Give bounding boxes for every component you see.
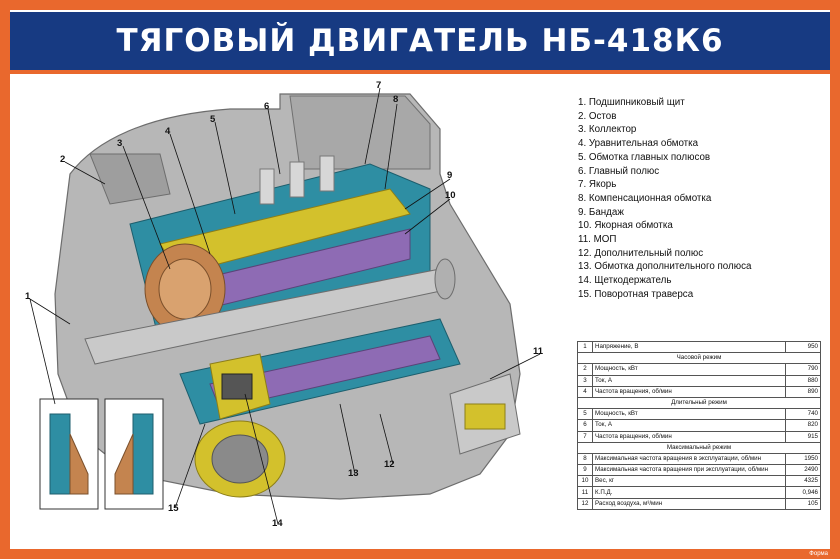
page-title: ТЯГОВЫЙ ДВИГАТЕЛЬ НБ-418К6 <box>116 23 724 59</box>
legend-item: 15. Поворотная траверса <box>578 288 694 300</box>
leader-lines <box>29 87 541 525</box>
callout-3: 3 <box>117 138 122 149</box>
publisher-watermark: Форма <box>809 551 828 557</box>
mop-unit <box>449 373 521 455</box>
legend-item: 11. МОП <box>578 234 617 246</box>
legend-item: 12. Дополнительный полюс <box>578 247 704 259</box>
legend-item: 5. Обмотка главных полюсов <box>578 151 711 163</box>
legend-item: 1. Подшипниковый щит <box>578 97 685 108</box>
legend-item: 8. Компенсационная обмотка <box>578 192 712 204</box>
legend-item: 10. Якорная обмотка <box>578 220 673 232</box>
legend-item: 13. Обмотка дополнительного полюса <box>578 261 752 273</box>
armature-shaft <box>84 258 456 365</box>
callout-5: 5 <box>210 114 216 125</box>
motor-cutaway-illustration: 1 2 3 4 5 6 7 8 9 10 11 12 13 14 15 <box>25 80 544 529</box>
legend-item: 9. Бандаж <box>578 206 624 218</box>
legend-item: 4. Уравнительная обмотка <box>578 138 699 150</box>
title-bar: ТЯГОВЫЙ ДВИГАТЕЛЬ НБ-418К6 <box>10 12 830 70</box>
bearing-shield-inset <box>39 398 164 510</box>
commutator <box>144 243 226 335</box>
callout-1: 1 <box>25 291 31 302</box>
table-section-header: Часовой режим <box>577 352 821 365</box>
callout-11: 11 <box>533 346 544 357</box>
callout-14: 14 <box>272 518 283 529</box>
legend-item: 3. Коллектор <box>578 124 637 136</box>
callout-15: 15 <box>168 503 179 514</box>
parts-legend: 1. Подшипниковый щит 2. Остов 3. Коллект… <box>578 96 828 302</box>
callout-7: 7 <box>376 80 381 91</box>
title-underline <box>10 70 830 74</box>
legend-item: 6. Главный полюс <box>578 165 660 177</box>
table-section-header: Длительный режим <box>577 396 821 410</box>
callout-8: 8 <box>393 94 398 105</box>
callout-10: 10 <box>445 190 456 201</box>
callout-9: 9 <box>447 170 452 181</box>
legend-item: 2. Остов <box>578 110 617 122</box>
legend-item: 14. Щеткодержатель <box>578 275 672 287</box>
callout-2: 2 <box>60 154 65 165</box>
end-ring <box>194 420 286 498</box>
callout-labels: 1 2 3 4 5 6 7 8 9 10 11 12 13 14 15 <box>25 80 544 529</box>
legend-item: 7. Якорь <box>578 179 617 191</box>
callout-13: 13 <box>348 468 359 479</box>
table-section-header: Максимальный режим <box>577 441 821 454</box>
brush-holder <box>209 353 271 420</box>
callout-6: 6 <box>264 101 269 112</box>
pole-bolts <box>259 155 335 205</box>
callout-12: 12 <box>384 459 395 470</box>
callout-4: 4 <box>165 126 171 137</box>
